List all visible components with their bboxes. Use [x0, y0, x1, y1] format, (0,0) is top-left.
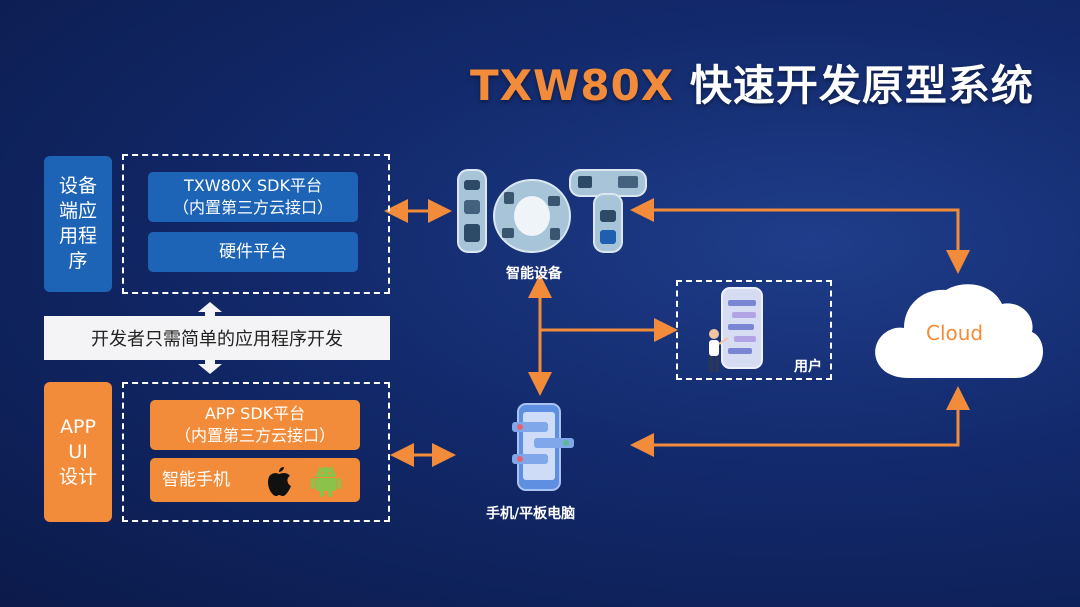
title-accent: TXW80X — [470, 61, 675, 110]
app-ui-line2: UI — [68, 440, 88, 463]
banner-text: 开发者只需简单的应用程序开发 — [91, 329, 343, 350]
arrow-mobile-cloud — [630, 386, 970, 457]
user-caption: 用户 — [794, 359, 822, 375]
hardware-platform-box: 硬件平台 — [148, 232, 358, 272]
app-ui-line1: APP — [60, 415, 96, 438]
app-ui-line3: 设计 — [58, 465, 97, 488]
app-sdk-box: APP SDK平台 （内置第三方云接口） — [150, 400, 360, 450]
mobile-caption: 手机/平板电脑 — [486, 506, 576, 522]
page-title: TXW80X 快速开发原型系统 — [470, 52, 1070, 112]
device-app-label-text: 设备端应用程序 — [58, 175, 97, 272]
iot-logo-icon — [457, 169, 647, 253]
app-sdk-line2: （内置第三方云接口） — [174, 426, 335, 445]
device-sdk-line1: TXW80X SDK平台 — [184, 176, 322, 195]
title-rest: 快速开发原型系统 — [689, 61, 1034, 110]
app-sdk-line1: APP SDK平台 — [204, 404, 306, 423]
smartphone-label: 智能手机 — [162, 470, 230, 490]
iot-caption: 智能设备 — [506, 266, 562, 282]
user-illustration-icon — [709, 287, 763, 372]
apple-icon — [268, 467, 291, 496]
arrow-iot-cloud — [630, 198, 970, 274]
cloud-label: Cloud — [926, 321, 984, 345]
cloud-icon — [875, 284, 1043, 378]
device-sdk-line2: （内置第三方云接口） — [172, 198, 333, 217]
android-icon — [311, 466, 341, 497]
device-app-label: 设备端应用程序 — [44, 156, 112, 292]
app-dashed-frame — [122, 382, 390, 522]
mobile-device-icon — [512, 403, 574, 491]
developer-banner: 开发者只需简单的应用程序开发 — [44, 316, 390, 360]
smartphone-box: 智能手机 — [150, 458, 360, 502]
app-ui-label: APP UI 设计 — [44, 382, 112, 522]
device-dashed-frame — [122, 154, 390, 294]
banner-arrows — [198, 302, 222, 374]
device-sdk-box: TXW80X SDK平台 （内置第三方云接口） — [148, 172, 358, 222]
user-dashed-frame — [676, 280, 832, 380]
hardware-label: 硬件平台 — [219, 242, 287, 262]
